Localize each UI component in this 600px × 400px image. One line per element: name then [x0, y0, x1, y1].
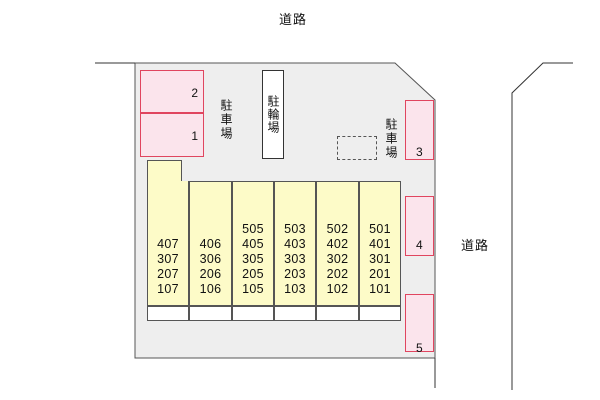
room-number: 403 [284, 237, 306, 251]
balcony [274, 306, 316, 321]
room-number: 407 [157, 237, 179, 251]
balcony [359, 306, 401, 321]
room-number: 502 [326, 222, 349, 236]
room-number: 406 [199, 237, 222, 251]
parking-spot-2: 2 [140, 70, 204, 113]
room-number-list: 501 401 301 201 101 [369, 222, 391, 297]
bicycle-parking: 駐輪場 [262, 70, 284, 159]
parking-spot-number: 2 [191, 86, 198, 100]
balcony [189, 306, 232, 321]
room-number: 405 [242, 237, 264, 251]
parking-right-label: 駐車場 [384, 118, 398, 160]
room-number-list: 502 402 302 202 102 [327, 222, 349, 297]
parking-spot-number: 1 [191, 129, 198, 143]
parking-spot-4: 4 [405, 196, 434, 256]
room-number: 105 [242, 282, 264, 296]
building-unit-column: 503 403 303 203 103 [274, 181, 316, 306]
room-number: 305 [242, 252, 264, 266]
room-number: 205 [242, 267, 264, 281]
balcony [232, 306, 274, 321]
room-number: 306 [199, 252, 222, 266]
room-number: 103 [284, 282, 306, 296]
room-number: 207 [157, 267, 179, 281]
parking-spot-1: 1 [140, 113, 204, 157]
room-number: 107 [157, 282, 179, 296]
road-right-label: 道路 [461, 238, 490, 253]
room-number: 307 [157, 252, 179, 266]
building-stair-block [147, 160, 182, 185]
building-unit-column: 505 405 305 205 105 [232, 181, 274, 306]
room-number: 202 [326, 267, 349, 281]
room-number-list: 503 403 303 203 103 [284, 222, 306, 297]
parking-left-label: 駐車場 [219, 99, 233, 141]
room-number-list: 505 405 305 205 105 [242, 222, 264, 297]
room-number: 206 [199, 267, 222, 281]
building-unit-column: 502 402 302 202 102 [316, 181, 359, 306]
balcony [316, 306, 359, 321]
room-number: 303 [284, 252, 306, 266]
room-number: 501 [369, 222, 391, 236]
room-number: 402 [326, 237, 349, 251]
building-unit-column: 406 306 206 106 [189, 181, 232, 306]
room-number: 102 [326, 282, 349, 296]
room-number-list: 407 307 207 107 [157, 237, 179, 297]
parking-spot-number: 3 [416, 145, 423, 159]
building-unit-column: 501 401 301 201 101 [359, 181, 401, 306]
room-number: 302 [326, 252, 349, 266]
room-number-list: 406 306 206 106 [200, 237, 222, 297]
room-number: 106 [199, 282, 222, 296]
building-unit-column: 407 307 207 107 [147, 181, 189, 306]
balcony [147, 306, 189, 321]
dashed-area [337, 136, 377, 160]
room-number: 505 [242, 222, 264, 236]
room-number: 101 [369, 282, 391, 296]
room-number: 301 [369, 252, 391, 266]
parking-spot-3: 3 [405, 100, 434, 160]
room-number: 201 [369, 267, 391, 281]
room-number: 401 [369, 237, 391, 251]
parking-spot-5: 5 [405, 294, 434, 355]
bicycle-parking-label: 駐輪場 [266, 95, 280, 134]
right-road-edge-far [511, 62, 573, 390]
room-number: 503 [284, 222, 306, 236]
parking-spot-number: 4 [416, 238, 423, 252]
road-top-label: 道路 [279, 12, 308, 27]
room-number: 203 [284, 267, 306, 281]
parking-spot-number: 5 [416, 341, 423, 355]
